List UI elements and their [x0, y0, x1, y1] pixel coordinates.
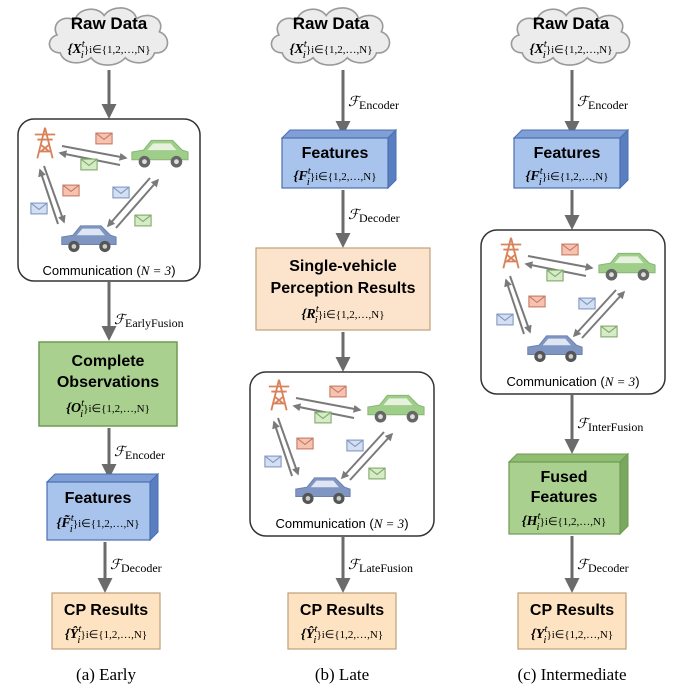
step-label-earlyfusion: ℱEarlyFusion [114, 313, 184, 330]
raw-data-title: Raw Data [293, 14, 370, 33]
caption-early: (a) Early [76, 665, 136, 684]
box-title-line1: Single-vehicle [289, 258, 397, 275]
raw-data-title: Raw Data [533, 14, 610, 33]
envelope-icon [496, 313, 514, 326]
step-label-latefusion: ℱLateFusion [348, 558, 413, 575]
step-label-encoder: ℱEncoder [348, 95, 399, 112]
step-label-interfusion: ℱInterFusion [577, 417, 643, 434]
envelope-icon [561, 243, 579, 256]
step-label-encoder: ℱEncoder [114, 445, 165, 462]
cp-results-box [287, 592, 397, 650]
caption-late: (b) Late [315, 665, 369, 684]
envelope-icon [30, 202, 48, 215]
envelope-icon [314, 411, 332, 424]
features-title: Features [534, 145, 601, 162]
complete-observations-box [38, 341, 178, 427]
step-label-decoder: ℱDecoder [110, 558, 162, 575]
envelope-icon [528, 295, 546, 308]
communication-label: Communication (N = 3) [275, 516, 408, 531]
cp-results-title: CP Results [530, 602, 614, 619]
cp-results-box [517, 592, 627, 650]
envelope-icon [134, 214, 152, 227]
features-title: Features [302, 145, 369, 162]
box-title-line2: Observations [57, 374, 159, 391]
communication-label: Communication (N = 3) [506, 374, 639, 389]
envelope-icon [80, 158, 98, 171]
envelope-icon [264, 455, 282, 468]
features-box [512, 128, 630, 190]
envelope-icon [600, 325, 618, 338]
envelope-icon [546, 269, 564, 282]
fused-features-box [507, 452, 630, 536]
envelope-icon [329, 385, 347, 398]
cp-results-box [51, 592, 161, 650]
single-vehicle-results-box [255, 247, 431, 331]
features-box [280, 128, 398, 190]
envelope-icon [296, 437, 314, 450]
envelope-icon [346, 439, 364, 452]
box-title-line1: Fused [540, 469, 587, 486]
envelope-icon [62, 184, 80, 197]
features-box [45, 472, 160, 542]
features-title: Features [65, 490, 132, 507]
step-label-decoder: ℱDecoder [348, 208, 400, 225]
envelope-icon [112, 186, 130, 199]
box-title-line2: Perception Results [271, 280, 416, 297]
box-title-line1: Complete [72, 353, 145, 370]
cp-results-title: CP Results [300, 602, 384, 619]
envelope-icon [95, 132, 113, 145]
raw-data-title: Raw Data [71, 14, 148, 33]
cp-results-title: CP Results [64, 602, 148, 619]
step-label-decoder: ℱDecoder [577, 558, 629, 575]
step-label-encoder: ℱEncoder [577, 95, 628, 112]
envelope-icon [578, 297, 596, 310]
communication-label: Communication (N = 3) [42, 263, 175, 278]
envelope-icon [368, 467, 386, 480]
caption-intermediate: (c) Intermediate [517, 665, 626, 684]
box-title-line2: Features [531, 489, 598, 506]
